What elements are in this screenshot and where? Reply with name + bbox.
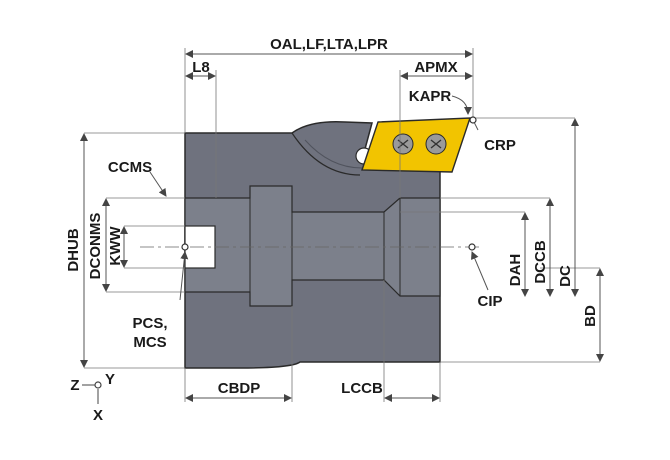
axis-triad: Z Y X [70, 371, 115, 424]
label-dhub: DHUB [65, 228, 82, 271]
cutter-body [184, 120, 441, 369]
label-axis-y: Y [105, 371, 115, 388]
reference-points [181, 116, 477, 251]
label-oal: OAL,LF,LTA,LPR [270, 36, 388, 53]
label-ccms: CCMS [108, 159, 152, 176]
label-kww: KWW [107, 226, 124, 266]
label-crp: CRP [484, 137, 516, 154]
cip-point-icon [468, 243, 476, 251]
label-bd: BD [582, 305, 599, 327]
pcs-point-icon [181, 243, 189, 251]
cutting-insert [361, 117, 471, 173]
label-pcs: PCS, [132, 315, 167, 332]
label-axis-z: Z [70, 377, 79, 394]
label-axis-x: X [93, 407, 103, 424]
label-cbdp: CBDP [218, 380, 261, 397]
label-dconms: DCONMS [87, 213, 104, 280]
label-l8: L8 [192, 59, 210, 76]
dimension-labels: OAL,LF,LTA,LPR L8 APMX KAPR CRP CCMS DHU… [65, 36, 599, 397]
label-dah: DAH [507, 254, 524, 287]
label-dc: DC [557, 265, 574, 287]
label-kapr: KAPR [409, 88, 452, 105]
origin-icon [94, 381, 102, 389]
label-dccb: DCCB [532, 240, 549, 283]
label-lccb: LCCB [341, 380, 383, 397]
crp-point-icon [469, 116, 477, 124]
label-apmx: APMX [414, 59, 457, 76]
label-cip: CIP [477, 293, 502, 310]
dimension-lines [80, 50, 604, 402]
label-mcs: MCS [133, 334, 166, 351]
